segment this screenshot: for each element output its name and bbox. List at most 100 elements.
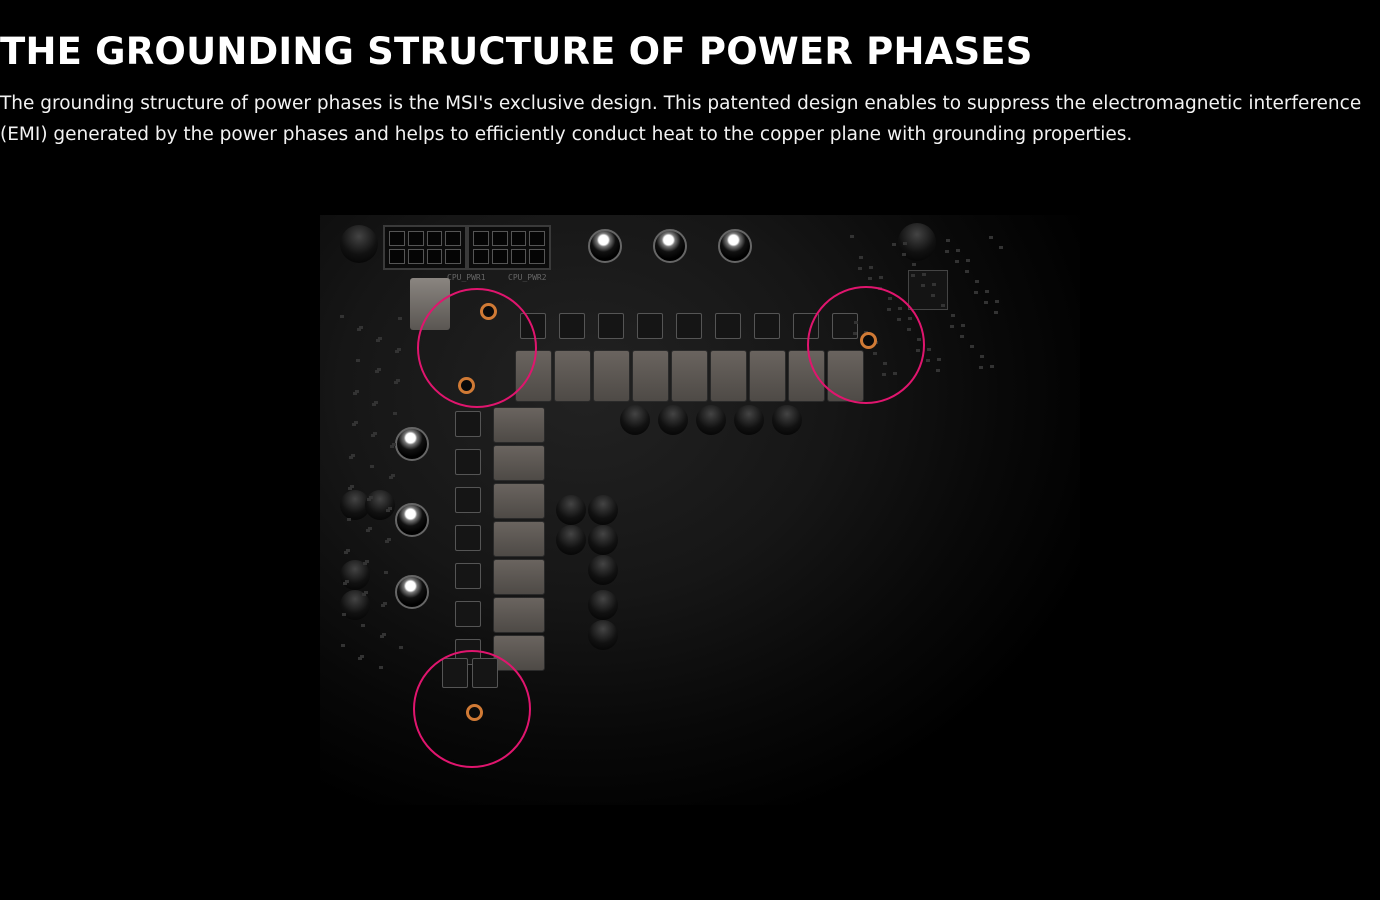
smd-component xyxy=(359,326,363,329)
capacitor xyxy=(696,405,726,435)
smd-component xyxy=(343,582,347,585)
smd-component xyxy=(995,300,999,303)
capacitor xyxy=(365,490,395,520)
choke xyxy=(493,597,545,633)
mosfet xyxy=(455,487,481,513)
smd-component xyxy=(349,456,353,459)
smd-component xyxy=(345,580,349,583)
choke xyxy=(493,521,545,557)
smd-component xyxy=(384,571,388,574)
smd-component xyxy=(956,249,960,252)
smd-component xyxy=(346,549,350,552)
capacitor xyxy=(395,503,429,537)
smd-component xyxy=(371,434,375,437)
smd-component xyxy=(341,644,345,647)
choke xyxy=(593,350,630,402)
smd-component xyxy=(912,263,916,266)
capacitor xyxy=(658,405,688,435)
grounding-highlight-circle xyxy=(417,288,537,408)
smd-component xyxy=(366,529,370,532)
smd-component xyxy=(375,370,379,373)
smd-component xyxy=(945,250,949,253)
smd-component xyxy=(966,259,970,262)
capacitor xyxy=(340,560,370,590)
capacitor xyxy=(395,575,429,609)
smd-component xyxy=(922,273,926,276)
smd-component xyxy=(386,509,390,512)
choke xyxy=(493,483,545,519)
smd-component xyxy=(382,633,386,636)
smd-component xyxy=(347,518,351,521)
capacitor xyxy=(588,525,618,555)
smd-component xyxy=(373,432,377,435)
smd-component xyxy=(399,646,403,649)
smd-component xyxy=(869,266,873,269)
smd-component xyxy=(340,315,344,318)
smd-component xyxy=(974,291,978,294)
smd-component xyxy=(367,498,371,501)
smd-component xyxy=(395,350,399,353)
smd-component xyxy=(377,368,381,371)
smd-component xyxy=(378,337,382,340)
smd-component xyxy=(360,655,364,658)
smd-component xyxy=(902,253,906,256)
smd-component xyxy=(932,283,936,286)
choke xyxy=(554,350,591,402)
mosfet xyxy=(455,525,481,551)
capacitor xyxy=(588,555,618,585)
smd-component xyxy=(353,392,357,395)
choke xyxy=(493,559,545,595)
smd-component xyxy=(990,365,994,368)
smd-component xyxy=(374,401,378,404)
mosfet xyxy=(598,313,624,339)
smd-component xyxy=(380,635,384,638)
smd-component xyxy=(999,246,1003,249)
smd-component xyxy=(980,355,984,358)
cpu-pwr2-connector xyxy=(467,225,551,270)
smd-component xyxy=(392,443,396,446)
smd-component xyxy=(921,284,925,287)
smd-component xyxy=(357,328,361,331)
mosfet xyxy=(455,449,481,475)
smd-component xyxy=(342,613,346,616)
smd-component xyxy=(927,348,931,351)
mosfet xyxy=(637,313,663,339)
smd-component xyxy=(931,294,935,297)
smd-component xyxy=(879,276,883,279)
smd-component xyxy=(368,527,372,530)
choke xyxy=(493,407,545,443)
choke xyxy=(749,350,786,402)
smd-component xyxy=(364,591,368,594)
cpu-pwr1-label: CPU_PWR1 xyxy=(447,273,486,282)
capacitor xyxy=(556,525,586,555)
smd-component xyxy=(383,602,387,605)
smd-component xyxy=(984,301,988,304)
choke xyxy=(632,350,669,402)
smd-component xyxy=(936,369,940,372)
smd-component xyxy=(937,358,941,361)
smd-component xyxy=(376,339,380,342)
capacitor xyxy=(772,405,802,435)
mosfet xyxy=(715,313,741,339)
smd-component xyxy=(970,345,974,348)
smd-component xyxy=(850,235,854,238)
capacitor xyxy=(588,495,618,525)
smd-component xyxy=(355,390,359,393)
mosfet xyxy=(754,313,780,339)
smd-component xyxy=(372,403,376,406)
smd-component xyxy=(379,666,383,669)
smd-component xyxy=(385,540,389,543)
capacitor xyxy=(734,405,764,435)
smd-component xyxy=(397,348,401,351)
smd-component xyxy=(362,593,366,596)
capacitor xyxy=(395,427,429,461)
smd-component xyxy=(351,454,355,457)
mosfet xyxy=(455,601,481,627)
mosfet xyxy=(455,411,481,437)
smd-component xyxy=(393,412,397,415)
smd-component xyxy=(859,256,863,259)
smd-component xyxy=(892,243,896,246)
smd-component xyxy=(344,551,348,554)
smd-component xyxy=(352,423,356,426)
smd-component xyxy=(394,381,398,384)
